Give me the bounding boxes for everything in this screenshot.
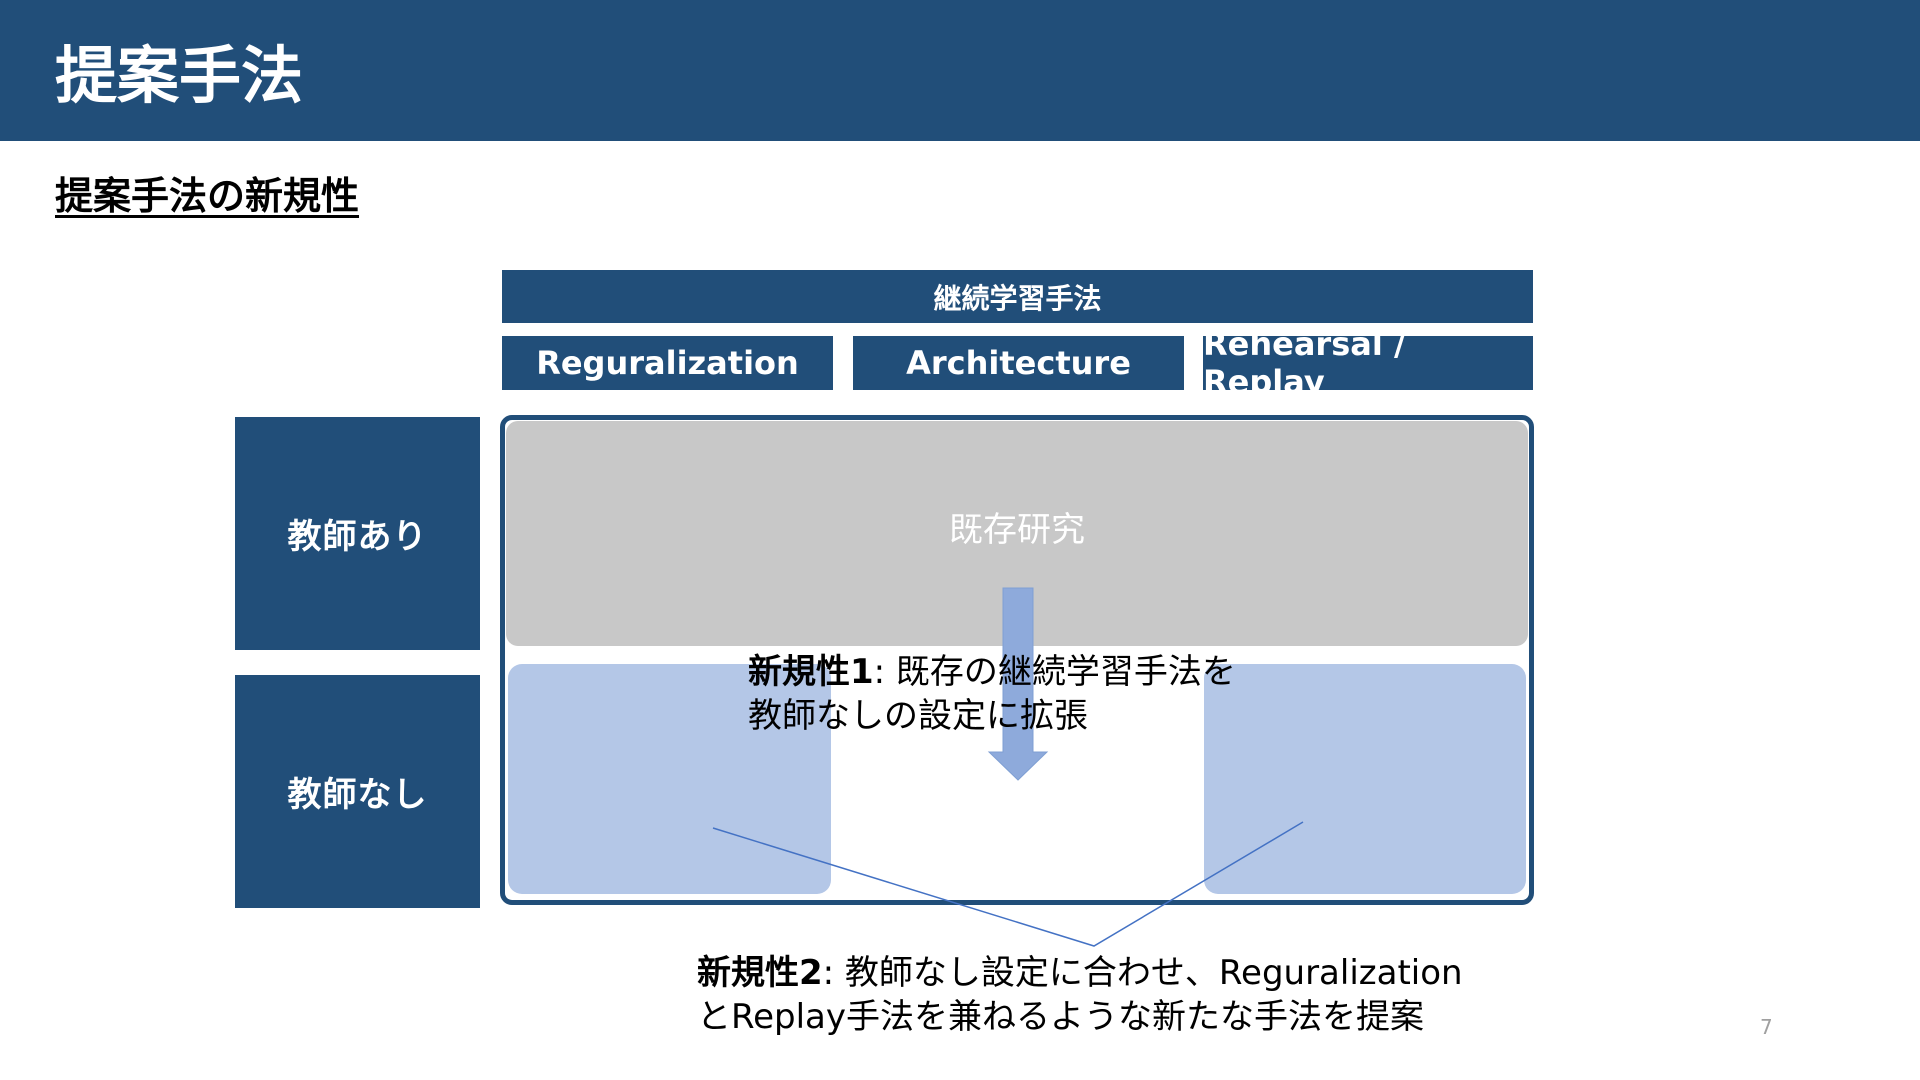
unsupervised-replay-block — [1204, 664, 1526, 894]
down-arrow-icon — [987, 587, 1049, 781]
novelty2-connector-line — [712, 821, 1304, 947]
novelty2-text-line1: : 教師なし設定に合わせ、Reguralization — [822, 953, 1463, 993]
novelty1-label: 新規性1 — [748, 652, 874, 692]
section-heading: 提案手法の新規性 — [55, 174, 360, 218]
row-label-unsupervised: 教師なし — [235, 675, 480, 908]
row-label-supervised: 教師あり — [235, 417, 480, 650]
novelty2-text-line2: とReplay手法を兼ねるような新たな手法を提案 — [697, 997, 1424, 1037]
novelty2-label: 新規性2 — [697, 953, 823, 993]
novelty1-note: 新規性1: 既存の継続学習手法を 教師なしの設定に拡張 — [748, 650, 1236, 738]
novelty2-note: 新規性2: 教師なし設定に合わせ、Reguralization とReplay手… — [697, 951, 1463, 1039]
column-header-architecture: Architecture — [853, 336, 1184, 390]
header-bar — [0, 0, 1920, 141]
continual-learning-header: 継続学習手法 — [502, 270, 1533, 323]
existing-research-label: 既存研究 — [949, 510, 1085, 550]
novelty1-text-line2: 教師なしの設定に拡張 — [748, 696, 1088, 736]
slide-title: 提案手法 — [55, 39, 304, 112]
page-number: 7 — [1760, 1015, 1773, 1039]
unsupervised-reguralization-block — [508, 664, 831, 894]
novelty1-text-line1: : 既存の継続学習手法を — [873, 652, 1236, 692]
column-header-reguralization: Reguralization — [502, 336, 833, 390]
